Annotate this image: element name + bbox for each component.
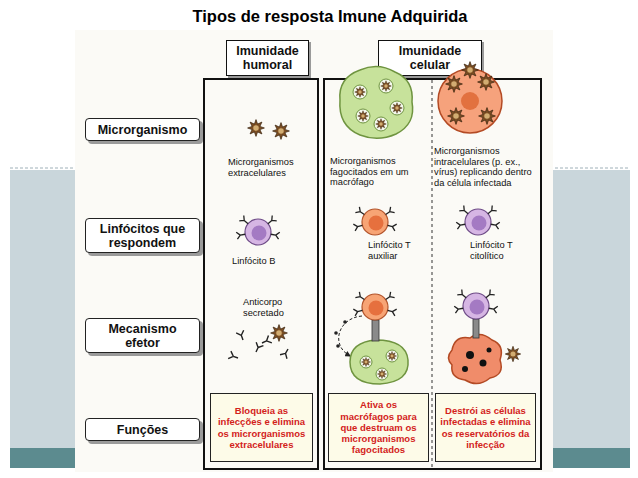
antibody-effector: [271, 325, 288, 342]
infected-cell: [461, 92, 479, 110]
box-text: Linfócitos que respondem: [94, 222, 191, 250]
cytotoxic-killing: [454, 289, 498, 319]
macrophage-with-microbes: [392, 103, 403, 114]
cytotoxic-killing: [466, 351, 474, 359]
cytotoxic-killing: [487, 348, 492, 353]
cell-text: Linfócito T citolítico: [470, 240, 530, 261]
function-box: Ativa os macrófagos para que destruam os…: [328, 393, 429, 462]
helper-activation: [386, 350, 398, 362]
function-box: Destrói as células infectadas e elimina …: [435, 393, 536, 462]
cytotoxic-killing: [505, 346, 520, 361]
helper-activation: [334, 331, 338, 335]
box-text: Bloqueia as infecções e elimina os micro…: [214, 405, 309, 450]
responding-lymphocytes: [353, 207, 396, 235]
cytotoxic-killing: [480, 360, 487, 367]
box-text: Ativa os macrófagos para que destruam os…: [332, 399, 425, 455]
box-text: Imunidade celular: [385, 44, 475, 72]
row-label: Funções: [85, 418, 200, 441]
infected-cell: [478, 74, 495, 91]
antibody-effector: [228, 325, 291, 362]
extracellular-microbes: [248, 120, 265, 137]
helper-activation: [334, 292, 408, 384]
extracellular-microbes: [248, 120, 290, 140]
antibody-effector: [252, 342, 263, 354]
infected-cell: [462, 62, 479, 79]
cell-text: Microrganismos extracelulares: [228, 157, 318, 178]
antibody-effector: [260, 336, 272, 347]
box-text: Imunidade humoral: [233, 44, 302, 72]
infected-cell: [448, 108, 465, 125]
helper-activation: [350, 340, 408, 384]
macrophage-with-microbes: [381, 81, 392, 92]
macrophage-with-microbes: [390, 101, 404, 115]
immunity-panel: Microrganismos extracelularesLinfócito B…: [203, 78, 319, 470]
helper-activation: [372, 320, 379, 341]
infected-cell: [438, 62, 502, 133]
cytotoxic-killing: [473, 319, 479, 338]
row-label: Microrganismo: [85, 118, 200, 141]
helper-activation: [360, 356, 372, 368]
cell-text: Microrganismos intracelulares (p. ex., v…: [434, 146, 536, 188]
box-text: Microrganismo: [98, 123, 188, 137]
helper-activation: [361, 357, 370, 366]
infected-cell: [438, 69, 502, 133]
antibody-effector: [228, 351, 239, 362]
infected-cell: [479, 108, 496, 125]
cell-text: Anticorpo secretado: [243, 297, 305, 318]
column-header: Imunidade humoral: [226, 40, 309, 76]
function-box: Bloqueia as infecções e elimina os micro…: [210, 393, 313, 462]
row-label: Mecanismo efetor: [85, 318, 200, 353]
column-header: Imunidade celular: [378, 40, 482, 76]
cell-text: Linfócito B: [232, 256, 292, 267]
antibody-effector: [280, 347, 291, 359]
responding-lymphocytes: [236, 215, 280, 245]
diagram-title: Tipos de resposta Imune Adquirida: [100, 7, 560, 26]
row-label: Linfócitos que respondem: [85, 218, 200, 253]
immunity-panel: Microrganismos fagocitados em um macrófa…: [323, 78, 542, 470]
helper-activation: [336, 344, 340, 348]
helper-activation: [339, 316, 362, 356]
antibody-effector: [236, 330, 247, 341]
macrophage-with-microbes: [355, 87, 366, 98]
cell-text: Linfócito T auxiliar: [368, 240, 423, 261]
column-divider: [432, 80, 433, 468]
responding-lymphocytes: [236, 205, 500, 245]
figure-background: [75, 30, 553, 472]
macrophage-with-microbes: [379, 79, 393, 93]
macrophage-with-microbes: [358, 111, 369, 122]
box-text: Funções: [117, 423, 168, 437]
extracellular-microbes: [273, 123, 290, 140]
macrophage-with-microbes: [340, 66, 413, 138]
helper-activation: [387, 351, 396, 360]
helper-activation: [353, 292, 396, 320]
cell-text: Microrganismos fagocitados em um macrófa…: [330, 156, 415, 188]
helper-activation: [377, 369, 386, 378]
macrophage-with-microbes: [376, 119, 387, 130]
cytotoxic-killing: [462, 366, 468, 372]
box-text: Destrói as células infectadas e elimina …: [439, 405, 532, 450]
box-text: Mecanismo efetor: [94, 322, 191, 350]
infected-cell: [446, 76, 463, 93]
macrophage-with-microbes: [374, 117, 388, 131]
macrophage-with-microbes: [353, 85, 367, 99]
responding-lymphocytes: [456, 205, 500, 235]
helper-activation: [343, 320, 347, 324]
cytotoxic-killing: [449, 289, 521, 383]
helper-activation: [376, 368, 388, 380]
cytotoxic-killing: [449, 334, 502, 383]
macrophage-with-microbes: [356, 109, 370, 123]
macrophage-with-microbes: [340, 66, 413, 138]
